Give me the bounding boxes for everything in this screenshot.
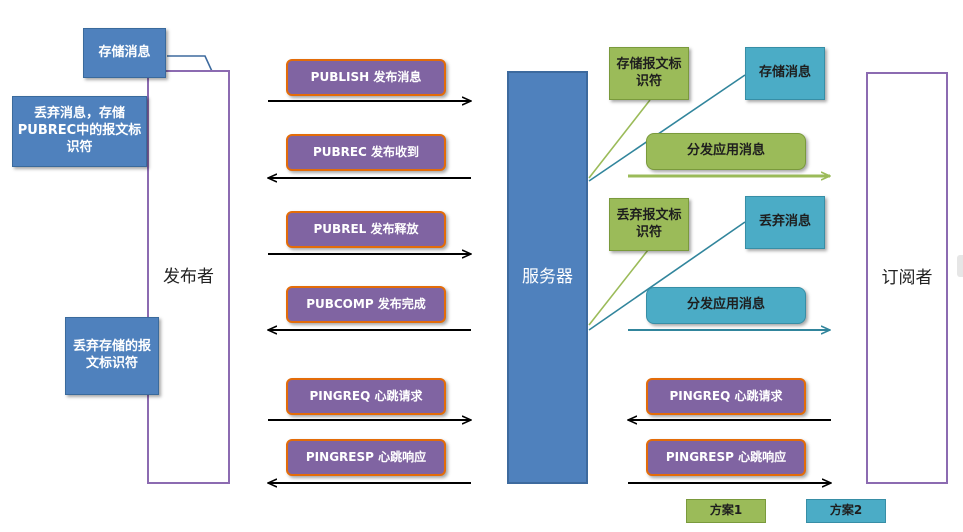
callout-plan1-discard-line — [588, 249, 649, 326]
callout-plan1-store-line — [588, 99, 651, 179]
publisher-lane: 发布者 — [147, 70, 230, 484]
note-plan2-discard-message: 丢弃消息 — [745, 196, 825, 249]
scroll-edge-handle[interactable] — [957, 255, 963, 277]
msg-pubcomp: PUBCOMP 发布完成 — [286, 286, 446, 323]
msg-pingreq-right: PINGREQ 心跳请求 — [646, 378, 806, 415]
note-store-message: 存储消息 — [83, 28, 166, 78]
msg-pingresp-left: PINGRESP 心跳响应 — [286, 439, 446, 476]
msg-publish: PUBLISH 发布消息 — [286, 59, 446, 96]
legend-plan1: 方案1 — [686, 499, 766, 523]
distribute-plan2: 分发应用消息 — [646, 287, 806, 324]
subscriber-label: 订阅者 — [881, 267, 933, 288]
note-plan2-store-message: 存储消息 — [745, 47, 825, 100]
callout-plan2-store-line — [588, 74, 746, 182]
note-discard-stored-id: 丢弃存储的报文标识符 — [65, 317, 159, 395]
note-plan1-store-id: 存储报文标识符 — [609, 47, 689, 100]
legend-plan2: 方案2 — [806, 499, 886, 523]
msg-pubrec: PUBREC 发布收到 — [286, 134, 446, 171]
msg-pingreq-left: PINGREQ 心跳请求 — [286, 378, 446, 415]
note-plan1-discard-id: 丢弃报文标识符 — [609, 198, 689, 251]
distribute-plan1: 分发应用消息 — [646, 133, 806, 170]
msg-pingresp-right: PINGRESP 心跳响应 — [646, 439, 806, 476]
msg-pubrel: PUBREL 发布释放 — [286, 211, 446, 248]
publisher-label: 发布者 — [163, 266, 214, 287]
server-lane: 服务器 — [507, 71, 588, 484]
server-label: 服务器 — [522, 267, 573, 288]
note-discard-and-store-id: 丢弃消息，存储PUBREC中的报文标识符 — [12, 96, 147, 167]
callout-plan2-discard-line — [588, 221, 746, 331]
subscriber-lane: 订阅者 — [866, 72, 948, 484]
